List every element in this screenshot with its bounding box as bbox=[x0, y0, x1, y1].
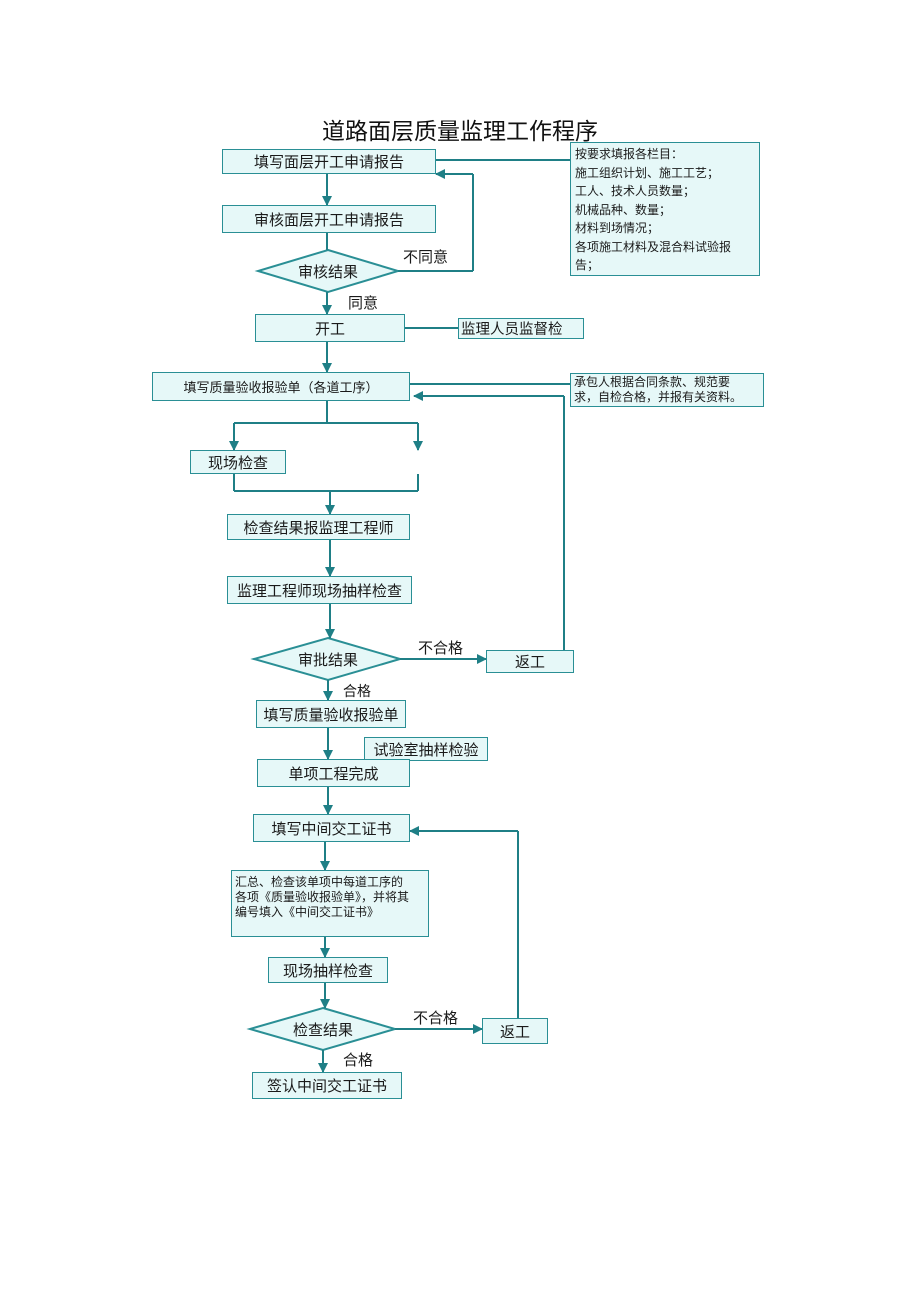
requirements-line-4: 机械品种、数量； bbox=[575, 202, 672, 217]
site-inspection-box: 现场检查 bbox=[190, 450, 286, 474]
fail-label-2: 不合格 bbox=[413, 1009, 459, 1027]
fill-start-report-box: 填写面层开工申请报告 bbox=[222, 149, 436, 174]
fill-handover-cert-box: 填写中间交工证书 bbox=[253, 814, 410, 842]
check-result-label: 检查结果 bbox=[292, 1020, 353, 1039]
requirements-line-1: 按要求填报各栏目： bbox=[575, 147, 684, 161]
requirements-line-5: 材料到场情况； bbox=[575, 221, 660, 235]
fill-acceptance-each-box: 填写质量验收报验单（各道工序） bbox=[152, 372, 410, 401]
fill-acceptance-box: 填写质量验收报验单 bbox=[256, 700, 406, 728]
site-sampling-box: 现场抽样检查 bbox=[268, 957, 388, 983]
review-result-label: 审核结果 bbox=[297, 262, 358, 281]
pass-label-1: 合格 bbox=[343, 684, 371, 700]
fail-label-1: 不合格 bbox=[418, 639, 464, 657]
review-start-report-box: 审核面层开工申请报告 bbox=[222, 205, 436, 233]
summary-box: 汇总、检查该单项中每道工序的 各项《质量验收报验单》，并将其 编号填入《中间交工… bbox=[231, 870, 429, 937]
contractor-line-2: 求，自检合格，并报有关资料。 bbox=[574, 390, 743, 404]
contractor-line-1: 承包人根据合同条款、规范要 bbox=[574, 375, 731, 389]
requirements-line-2: 施工组织计划、施工工艺； bbox=[575, 165, 720, 180]
summary-line-1: 汇总、检查该单项中每道工序的 bbox=[235, 875, 404, 889]
requirements-note: 按要求填报各栏目： 施工组织计划、施工工艺； 工人、技术人员数量； 机械品种、数… bbox=[570, 142, 760, 276]
single-item-complete-box: 单项工程完成 bbox=[257, 759, 410, 787]
summary-line-3: 编号填入《中间交工证书》 bbox=[235, 905, 380, 919]
page-title: 道路面层质量监理工作程序 bbox=[322, 119, 598, 145]
requirements-line-7: 告； bbox=[575, 258, 600, 272]
summary-line-2: 各项《质量验收报验单》，并将其 bbox=[235, 890, 410, 904]
supervisor-inspect-box: 监理人员监督检 bbox=[458, 318, 584, 339]
disagree-label: 不同意 bbox=[403, 248, 449, 266]
engineer-sampling-box: 监理工程师现场抽样检查 bbox=[227, 576, 412, 604]
requirements-line-3: 工人、技术人员数量； bbox=[575, 184, 696, 198]
start-work-box: 开工 bbox=[255, 314, 405, 342]
rework-box-2: 返工 bbox=[482, 1018, 548, 1044]
requirements-line-6: 各项施工材料及混合料试验报 bbox=[575, 239, 732, 254]
contractor-note: 承包人根据合同条款、规范要 求，自检合格，并报有关资料。 bbox=[570, 373, 764, 407]
report-to-engineer-box: 检查结果报监理工程师 bbox=[227, 514, 410, 540]
pass-label-2: 合格 bbox=[343, 1051, 374, 1069]
lab-sampling-box: 试验室抽样检验 bbox=[364, 737, 488, 761]
agree-label: 同意 bbox=[348, 294, 379, 312]
approval-result-label: 审批结果 bbox=[297, 650, 358, 669]
sign-handover-cert-box: 签认中间交工证书 bbox=[252, 1072, 402, 1099]
rework-box-1: 返工 bbox=[486, 650, 574, 673]
